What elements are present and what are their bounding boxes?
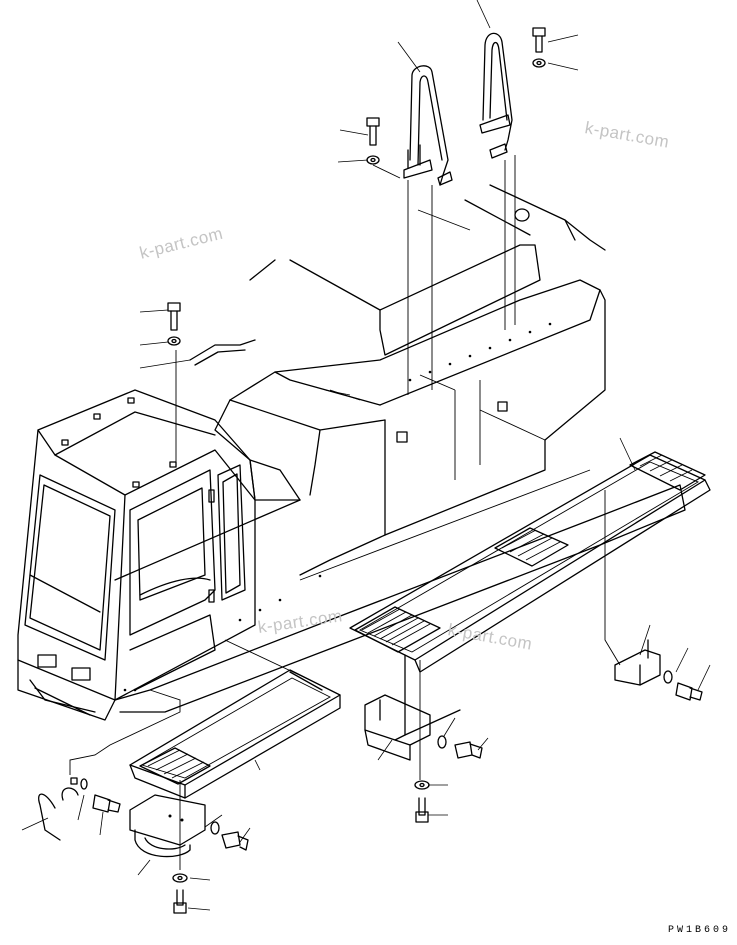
- assembly-lines: [69, 155, 621, 870]
- handrail-right: [479, 32, 513, 159]
- revolving-frame: [114, 469, 686, 713]
- grating-1: [354, 606, 441, 653]
- handrail-left: [403, 65, 453, 186]
- engine-hood: [214, 184, 606, 536]
- grating-2: [494, 527, 569, 567]
- drawing-code: PW1B609: [667, 925, 731, 936]
- bracket-right: [614, 639, 661, 686]
- grab-handle: [38, 787, 79, 841]
- bolts: [70, 27, 703, 914]
- cab-handrail: [189, 339, 256, 366]
- bracket-middle: [364, 694, 431, 761]
- operator-cab: [17, 389, 256, 721]
- grating-3: [629, 451, 706, 491]
- leader-lines: [21, 0, 711, 911]
- walkway-long: [349, 451, 711, 741]
- walkway-front: [129, 669, 341, 799]
- bracket-front: [129, 794, 206, 858]
